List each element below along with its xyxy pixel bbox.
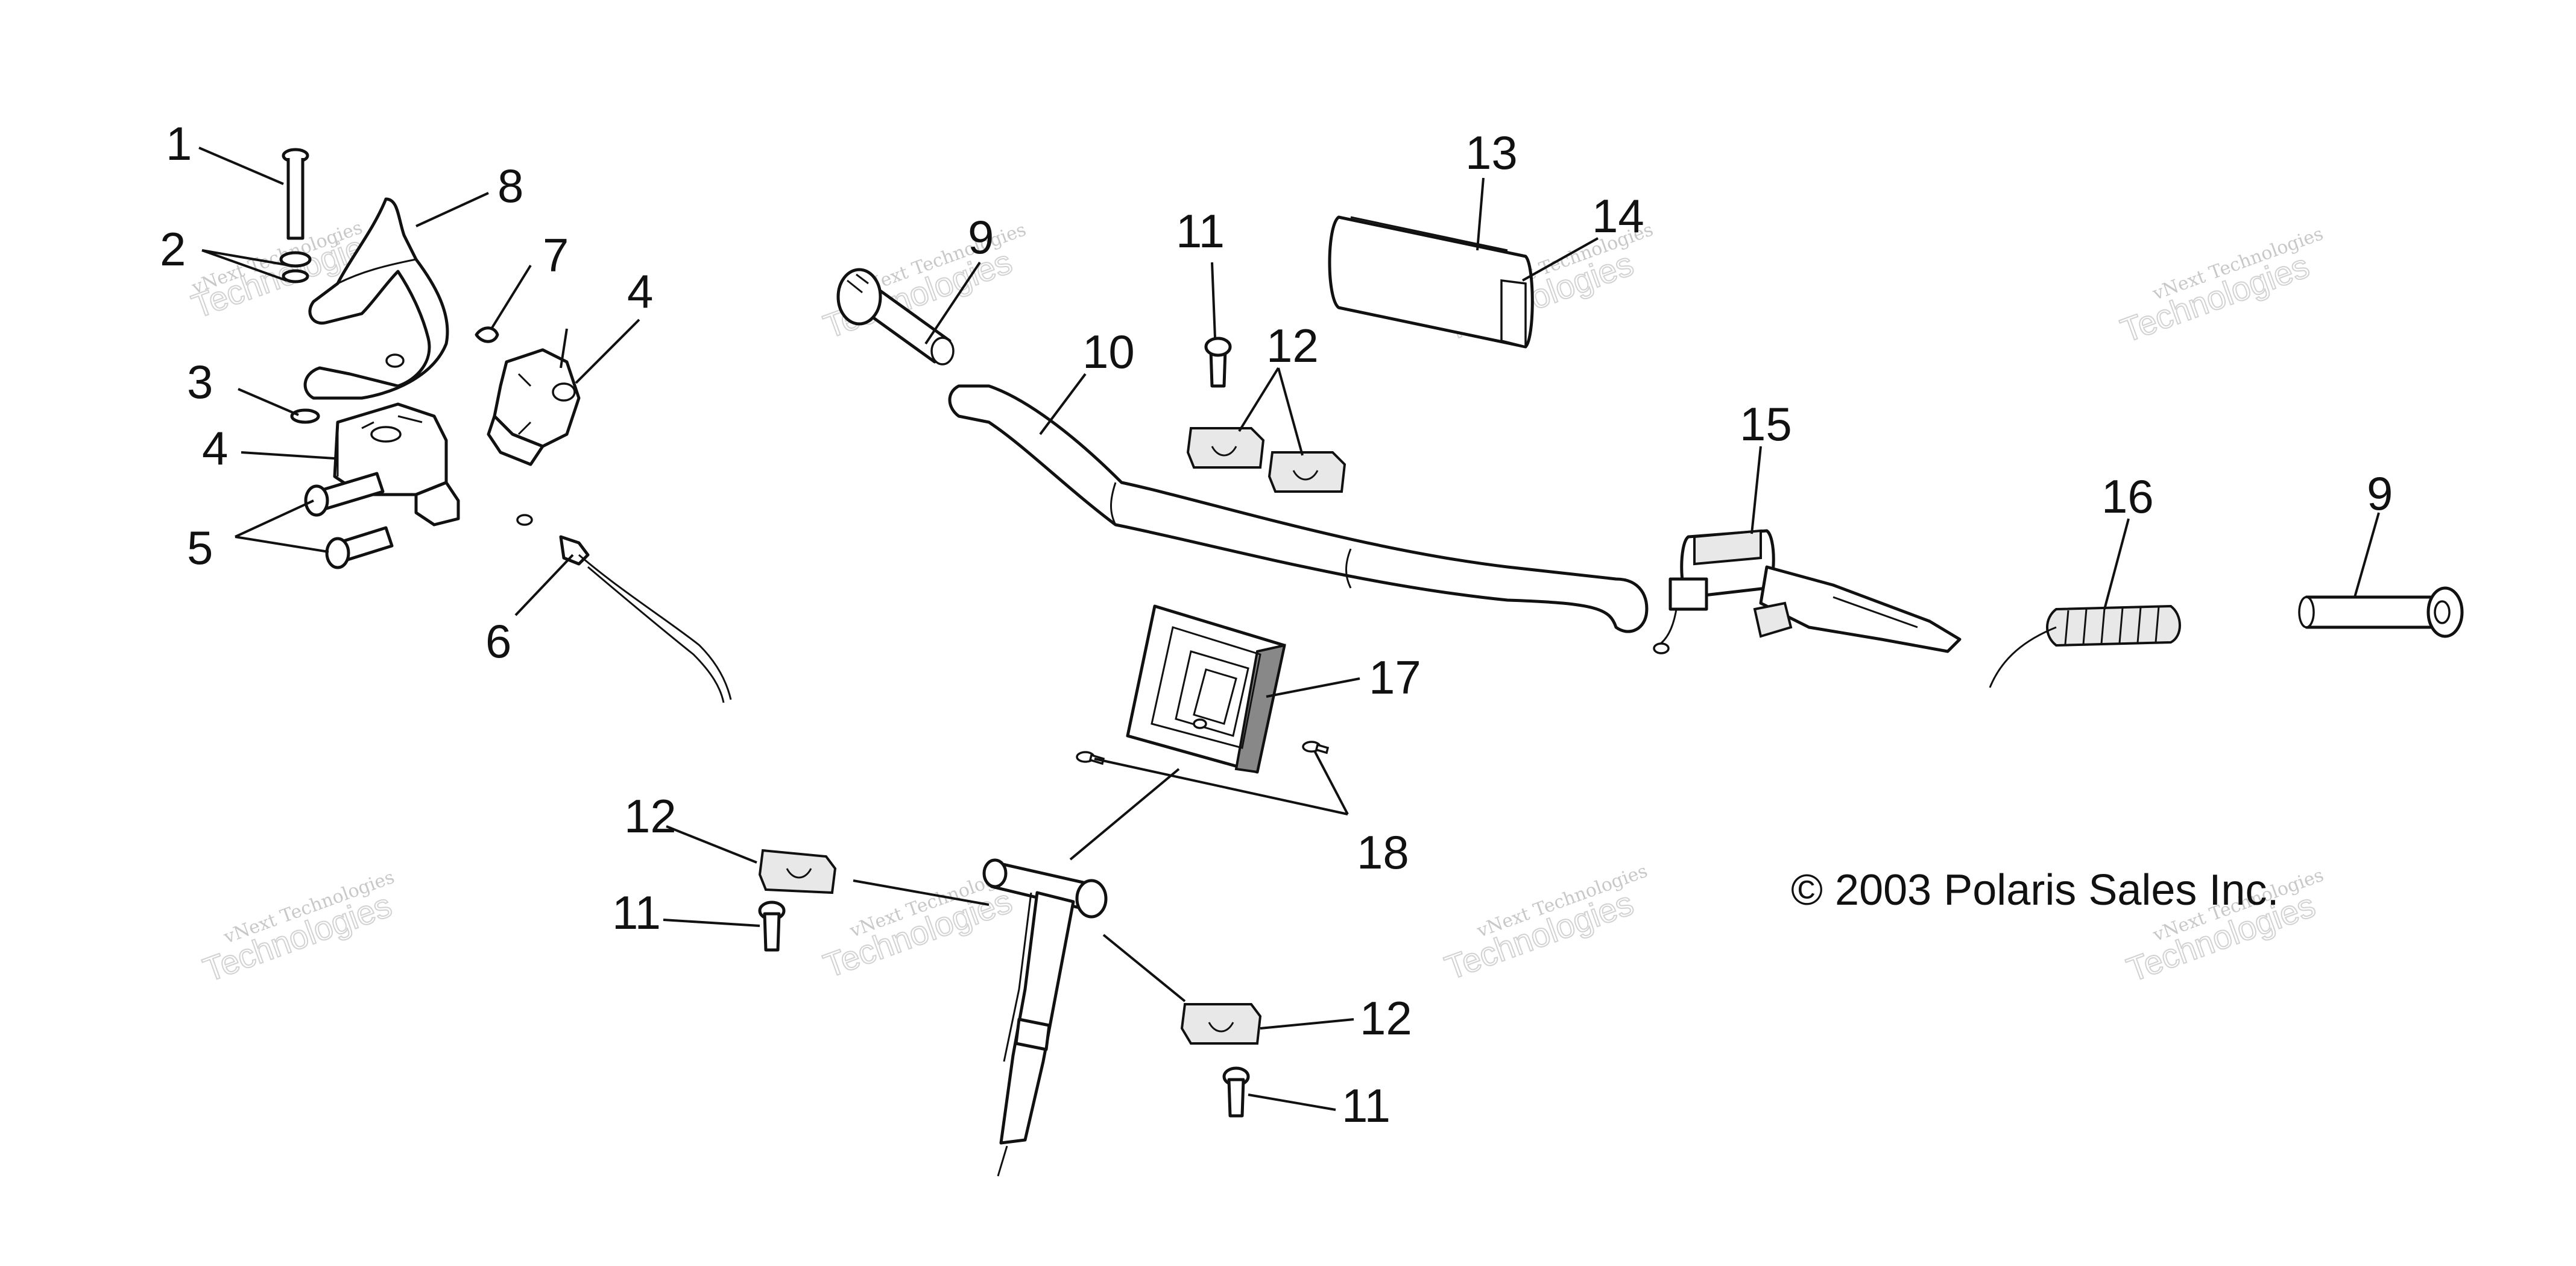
part-master-cylinder [1653, 529, 1962, 654]
part-bracket [303, 197, 449, 400]
callout-12-top: 12 [1266, 319, 1319, 372]
part-switch-housing [1126, 604, 1286, 774]
callout-6: 6 [485, 615, 511, 668]
part-handlebar-pad [1328, 215, 1534, 349]
callouts: 1 2 3 4 4 5 6 7 8 9 9 10 11 11 11 12 12 … [160, 117, 2393, 1132]
part-clamp-lower [333, 402, 460, 527]
callout-4-left: 4 [202, 422, 228, 475]
callout-18: 18 [1357, 826, 1409, 879]
part-cable [516, 514, 732, 703]
callout-15: 15 [1740, 397, 1792, 451]
part-clamp-cap-lower-right [1180, 1003, 1262, 1045]
callout-12-right: 12 [1360, 992, 1412, 1045]
callout-16: 16 [2101, 470, 2154, 523]
part-clamp-upper [487, 348, 581, 466]
callout-14: 14 [1592, 189, 1644, 242]
watermark-bottom-center-right: Technologies vNext Technologies [1439, 861, 1650, 988]
callout-13: 13 [1465, 126, 1518, 179]
watermark-top-right: Technologies vNext Technologies [2115, 223, 2326, 350]
callout-7: 7 [543, 229, 569, 282]
part-clip [475, 326, 499, 343]
callout-1: 1 [166, 117, 192, 170]
part-pin [282, 148, 309, 240]
part-bolt-lower-right [1222, 1066, 1250, 1118]
callout-11-bottom: 11 [1342, 1079, 1391, 1132]
part-heated-grip [1989, 604, 2181, 688]
callout-4-right: 4 [627, 265, 653, 318]
callout-11-top: 11 [1176, 204, 1225, 258]
part-clamp-cap-lower-left [758, 849, 837, 894]
leader-lines [198, 147, 2380, 1111]
part-steering-post [982, 858, 1108, 1177]
part-bolt-lower-left [758, 900, 786, 952]
callout-8: 8 [497, 159, 523, 212]
callout-11-left: 11 [612, 886, 661, 939]
callout-9-left: 9 [968, 210, 994, 264]
callout-2: 2 [160, 223, 186, 276]
callout-10: 10 [1082, 325, 1135, 378]
callout-5: 5 [187, 521, 213, 574]
part-clamp-caps-upper [1186, 427, 1346, 493]
part-handlebar [948, 384, 1649, 633]
callout-9-right: 9 [2367, 467, 2393, 520]
part-bolt-upper [1204, 337, 1232, 388]
copyright-notice: © 2003 Polaris Sales Inc. [1791, 866, 2279, 914]
callout-3: 3 [187, 355, 213, 408]
watermark-bottom-left: Technologies vNext Technologies [198, 867, 397, 990]
callout-12-left: 12 [624, 790, 677, 843]
part-grip-left [836, 268, 955, 366]
part-bolts [304, 472, 394, 569]
part-washers [279, 251, 320, 424]
part-screws [1076, 741, 1330, 765]
part-grip-right [2298, 586, 2464, 638]
callout-17: 17 [1369, 651, 1421, 704]
